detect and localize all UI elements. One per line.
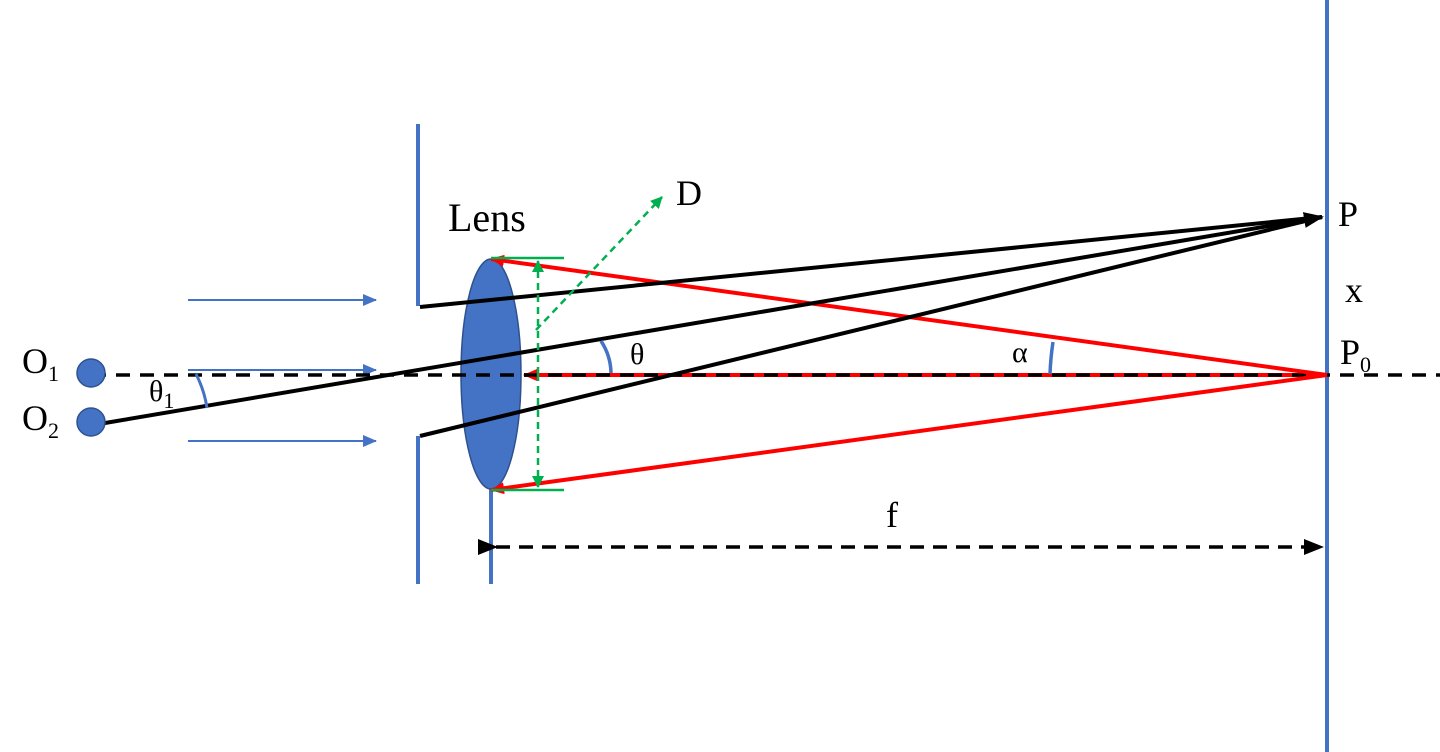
green-d-pointer bbox=[535, 196, 663, 331]
p0-label-main: P bbox=[1340, 332, 1360, 372]
alpha-arc bbox=[1048, 341, 1055, 375]
o1-label-main: O bbox=[22, 341, 48, 381]
theta1-label-sub: 1 bbox=[163, 388, 174, 413]
o1-label-sub: 1 bbox=[48, 361, 59, 386]
black-ray-bottom bbox=[419, 215, 1323, 438]
source-o2-dot bbox=[76, 407, 106, 437]
lens-label: Lens bbox=[448, 195, 526, 240]
black-ray-middle bbox=[104, 212, 1324, 425]
red-ray-bottom bbox=[490, 373, 1328, 495]
source-o1-dot bbox=[76, 358, 106, 388]
theta-label: θ bbox=[630, 338, 644, 371]
d-label: D bbox=[676, 173, 702, 213]
alpha-label: α bbox=[1012, 336, 1028, 369]
p-label: P bbox=[1338, 194, 1358, 234]
f-label: f bbox=[886, 495, 898, 535]
x-label: x bbox=[1345, 270, 1363, 310]
theta1-label-main: θ bbox=[149, 375, 163, 408]
o1-label: O1 bbox=[22, 341, 59, 386]
o2-label-sub: 2 bbox=[48, 418, 59, 443]
o2-label-main: O bbox=[22, 398, 48, 438]
theta-arc bbox=[599, 340, 613, 374]
p0-label: P0 bbox=[1340, 332, 1371, 377]
p0-label-sub: 0 bbox=[1360, 352, 1371, 377]
theta1-label: θ1 bbox=[149, 375, 174, 413]
o2-label: O2 bbox=[22, 398, 59, 443]
theta1-arc bbox=[194, 373, 209, 409]
